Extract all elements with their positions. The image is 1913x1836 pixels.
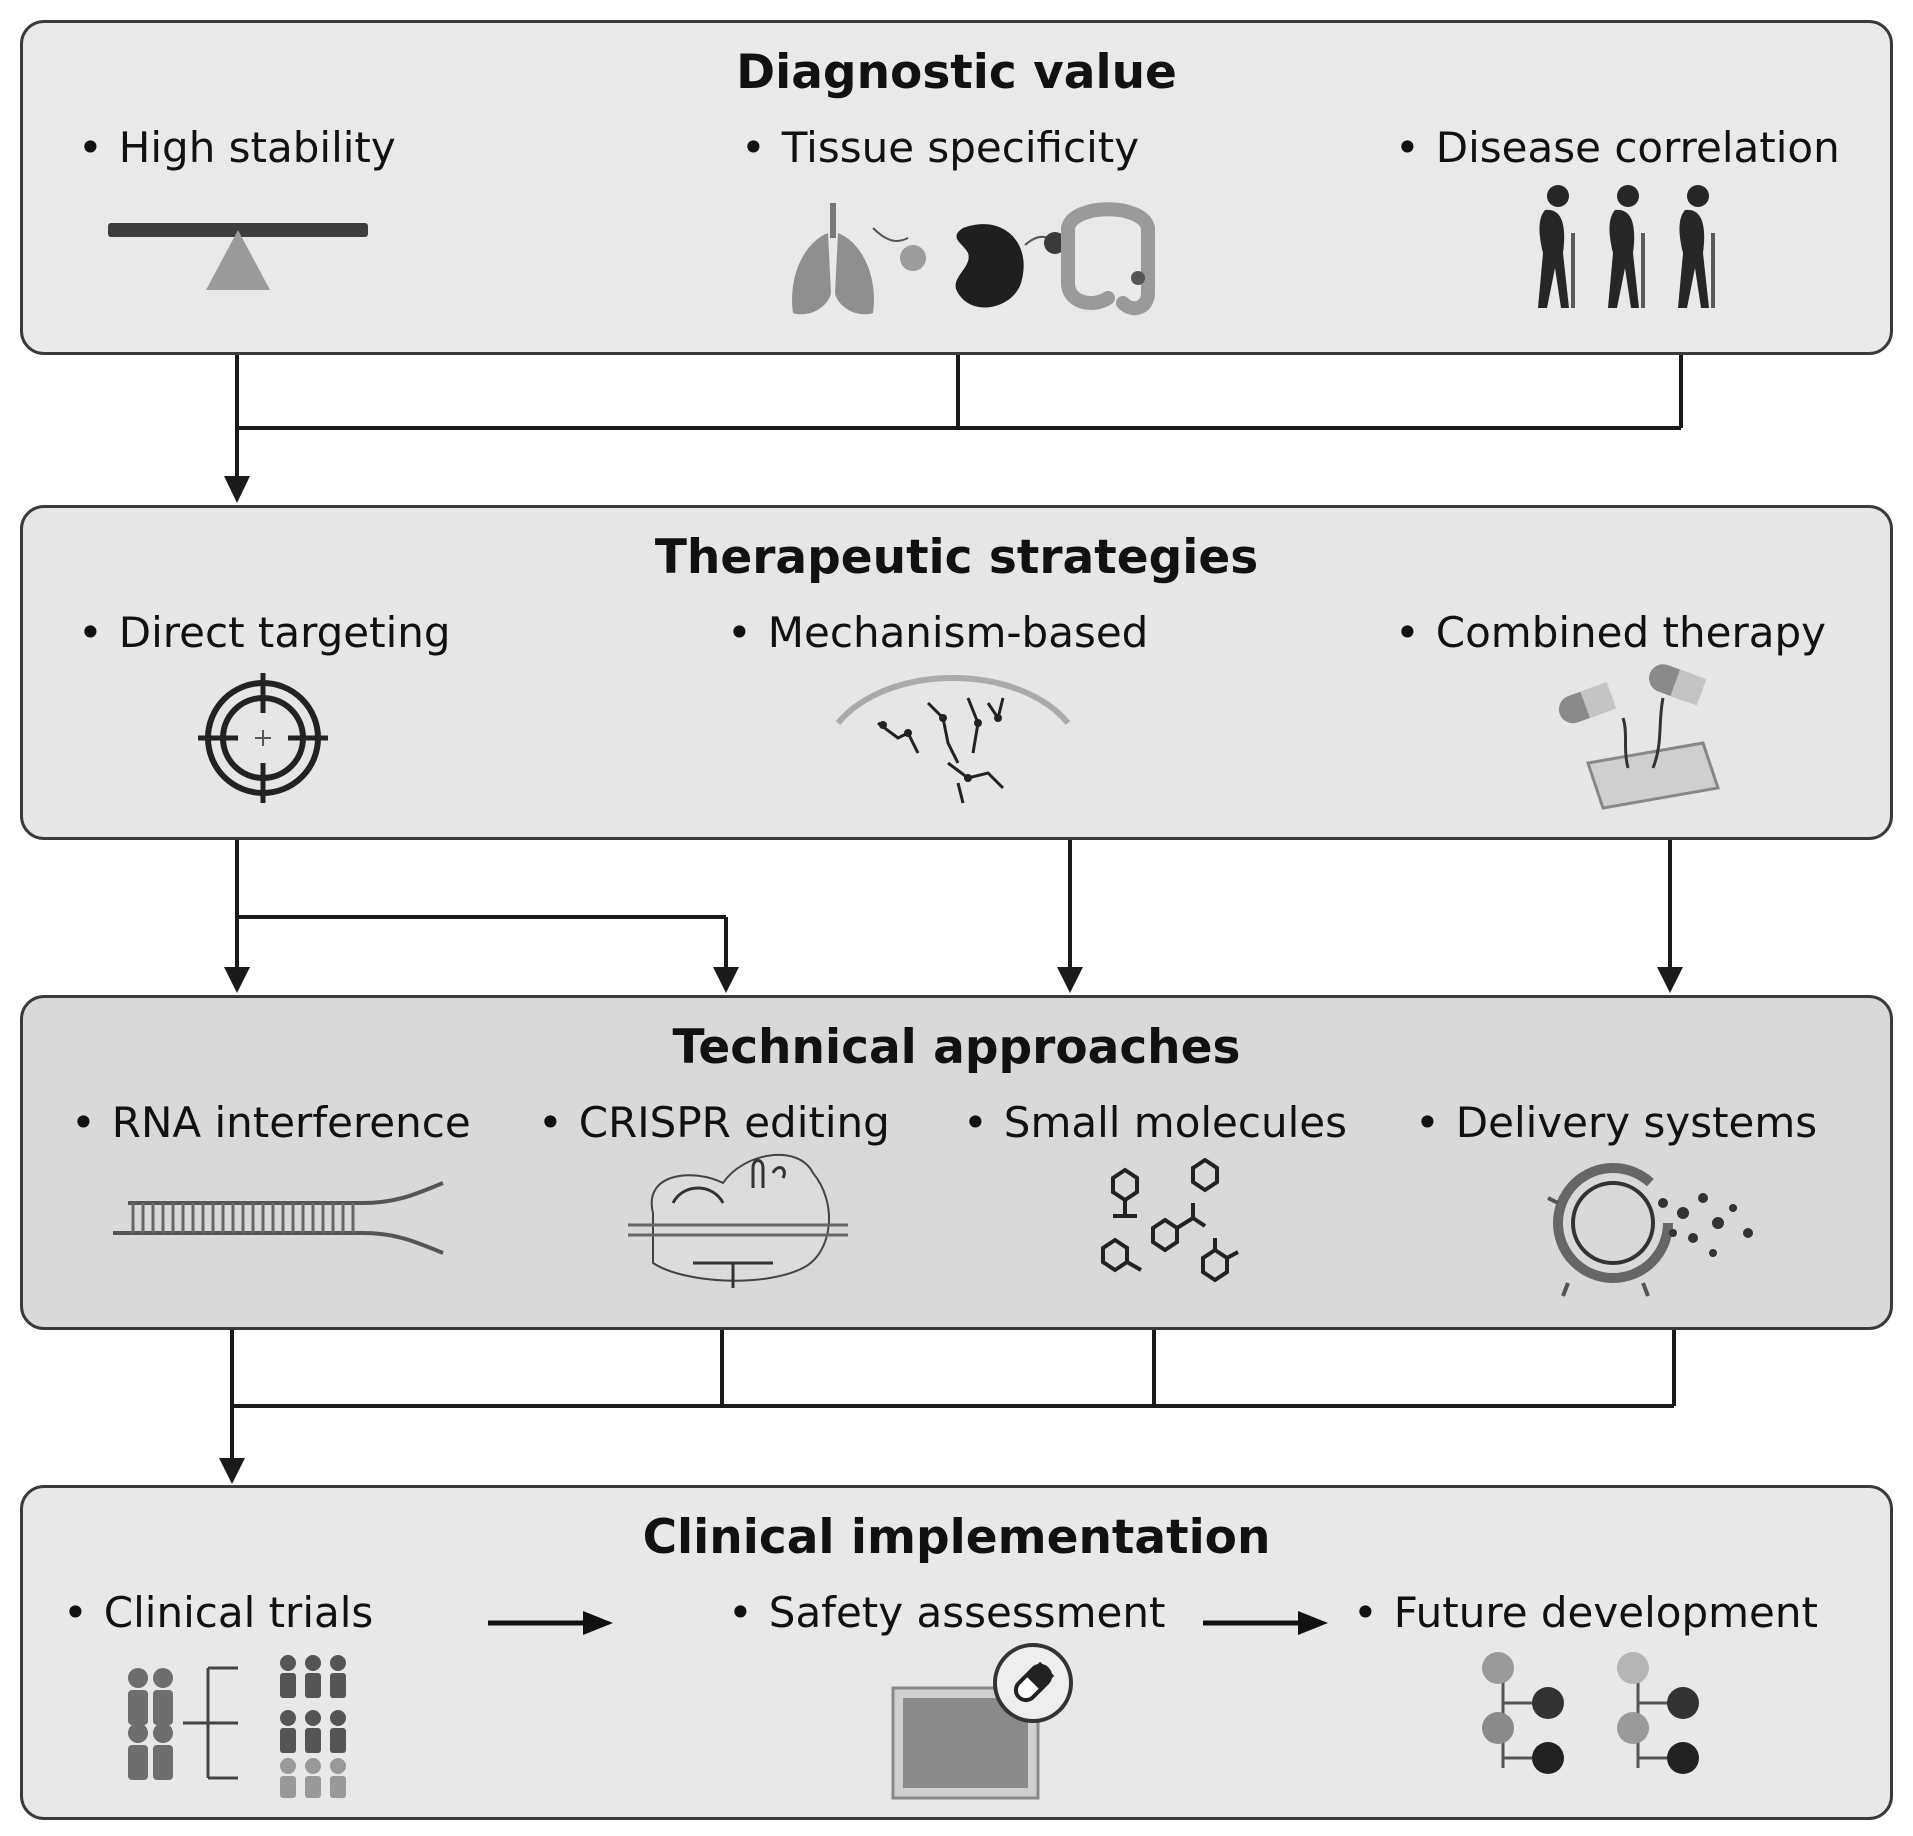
- item-rna-interference: RNA interference: [71, 1098, 471, 1147]
- panel-title: Diagnostic value: [736, 45, 1177, 100]
- arrow-head: [219, 1458, 245, 1484]
- arrow-shaft: [235, 428, 239, 478]
- panel-title: Technical approaches: [672, 1020, 1241, 1075]
- arrow-head: [224, 967, 250, 993]
- well-plate-pill-icon: [891, 1643, 1073, 1800]
- item-clinical-trials: Clinical trials: [63, 1588, 374, 1637]
- arrow-right-icon: [1203, 1611, 1328, 1635]
- target-crosshair-icon: [198, 673, 328, 803]
- nanoparticle-icon: [1547, 1163, 1753, 1297]
- arrow-head: [713, 967, 739, 993]
- organs-icon: [792, 202, 1155, 316]
- item-small-molecules: Small molecules: [963, 1098, 1347, 1147]
- therapeutic-strategies-panel: Therapeutic strategies Direct targeting …: [20, 505, 1893, 840]
- arrow-shaft: [230, 1406, 234, 1460]
- item-tissue-specificity: Tissue specificity: [741, 123, 1139, 172]
- item-combined-therapy: Combined therapy: [1395, 608, 1826, 657]
- arrow-shaft: [1068, 840, 1072, 969]
- trial-groups-icon: [128, 1655, 346, 1798]
- item-mechanism-based: Mechanism-based: [727, 608, 1149, 657]
- item-disease-correlation: Disease correlation: [1395, 123, 1840, 172]
- arrow-head: [1657, 967, 1683, 993]
- panel-title: Clinical implementation: [642, 1510, 1271, 1565]
- technical-approaches-panel: Technical approaches RNA interference CR…: [20, 995, 1893, 1330]
- diagnostic-value-panel: Diagnostic value High stability Tissue s…: [20, 20, 1893, 355]
- item-high-stability: High stability: [78, 123, 396, 172]
- crispr-complex-icon: [628, 1153, 848, 1288]
- item-crispr-editing: CRISPR editing: [538, 1098, 890, 1147]
- arrow-shaft: [1668, 840, 1672, 969]
- patients-icon: [1538, 185, 1715, 308]
- double-strand-rna-icon: [113, 1181, 444, 1255]
- arrow-shaft: [235, 917, 239, 969]
- arrow-right-icon: [488, 1611, 613, 1635]
- panel-title: Therapeutic strategies: [654, 530, 1259, 585]
- item-safety-assessment: Safety assessment: [728, 1588, 1166, 1637]
- item-future-development: Future development: [1353, 1588, 1818, 1637]
- connector-line: [235, 840, 726, 919]
- development-nodes-icon: [1482, 1652, 1699, 1774]
- arrow-shaft: [724, 917, 728, 969]
- molecules-icon: [1101, 1158, 1239, 1283]
- item-direct-targeting: Direct targeting: [78, 608, 451, 657]
- arrow-head: [224, 476, 250, 503]
- item-delivery-systems: Delivery systems: [1415, 1098, 1817, 1147]
- arrow-head: [1057, 967, 1083, 993]
- molecular-mechanism-icon: [835, 675, 1071, 804]
- capsules-icon: [1558, 664, 1720, 810]
- balance-scale-icon: [108, 223, 368, 290]
- clinical-implementation-panel: Clinical implementation Clinical trials …: [20, 1485, 1893, 1820]
